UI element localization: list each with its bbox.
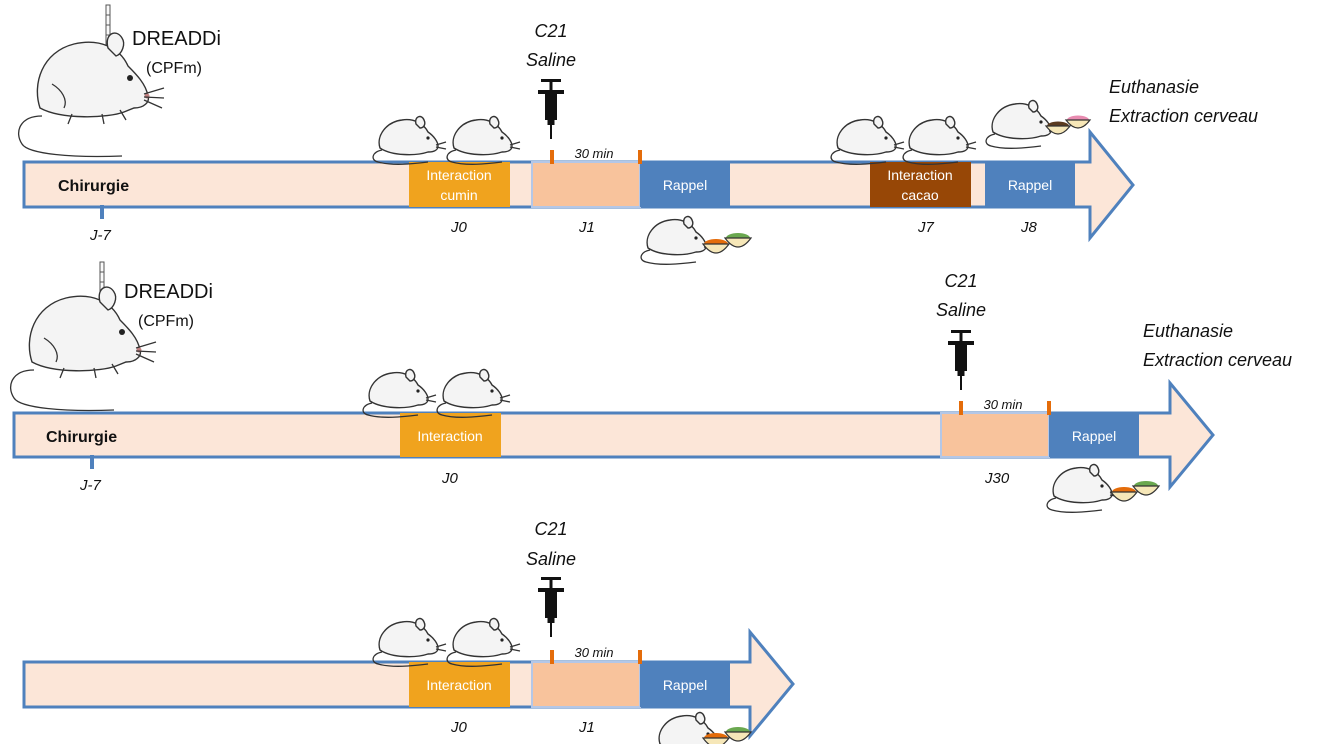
interaction-cacao-box — [870, 162, 971, 207]
timeline-3-arrow — [22, 627, 795, 741]
recall-label-3: Rappel — [1072, 428, 1116, 444]
rat-pair-icon — [362, 368, 437, 419]
day-label-recall: J30 — [984, 470, 1010, 487]
day-label-interaction2: J7 — [917, 219, 935, 236]
injection-c21-label: C21 — [944, 271, 977, 291]
injection-tick-3 — [550, 650, 554, 664]
injection-c21-label: C21 — [534, 21, 567, 41]
virus-label: DREADDi — [132, 28, 221, 50]
rat-icon — [9, 286, 157, 412]
rat-eating-icon — [1046, 463, 1121, 514]
day-label-recall2: J8 — [1020, 219, 1038, 236]
injection-saline-label: Saline — [526, 50, 576, 70]
delay-end-tick-3 — [638, 650, 642, 664]
interaction-label-3: Interaction — [426, 677, 491, 693]
injection-tick-1 — [550, 150, 554, 164]
delay-label-1: 30 min — [574, 146, 613, 161]
rat-pair-icon — [902, 115, 977, 166]
delay-end-tick-2 — [1047, 401, 1051, 415]
interaction-cacao-label-1: Interaction — [887, 167, 952, 183]
euthanasia-label: Euthanasie — [1143, 321, 1233, 341]
day-label-interaction: J0 — [450, 719, 468, 736]
interaction-cacao-label-2: cacao — [901, 187, 939, 203]
rat-pair-icon — [446, 617, 521, 668]
syringe-icon — [538, 79, 564, 139]
recall-label-2: Rappel — [1008, 177, 1052, 193]
injection-c21-label: C21 — [534, 519, 567, 539]
surgery-label: Chirurgie — [58, 178, 129, 195]
interaction-cumin-label-2: cumin — [440, 187, 477, 203]
virus-label: DREADDi — [124, 281, 213, 303]
virus-region-label: (CPFm) — [146, 60, 202, 77]
delay-box-1 — [531, 161, 641, 208]
food-bowls-icon — [1110, 480, 1160, 502]
recall-label-4: Rappel — [663, 677, 707, 693]
day-label-recall: J1 — [578, 719, 595, 736]
surgery-tick — [100, 205, 104, 219]
delay-end-tick-1 — [638, 150, 642, 164]
rat-pair-icon — [830, 115, 905, 166]
day-label-interaction: J0 — [441, 470, 459, 487]
interaction-box-2 — [400, 413, 501, 457]
food-bowls-choc-icon — [1045, 114, 1091, 135]
recall-box-4 — [640, 662, 730, 707]
recall-box-2 — [985, 162, 1075, 207]
rat-eating-icon — [640, 215, 715, 266]
interaction-cumin-box — [409, 162, 510, 207]
rat-pair-icon — [372, 617, 447, 668]
food-bowls-icon — [702, 232, 752, 254]
interaction-label-2: Interaction — [417, 428, 482, 444]
timeline-3: Interaction Rappel 30 min J0 J1 C21 Sali… — [22, 519, 795, 744]
euthanasia-label: Euthanasie — [1109, 77, 1199, 97]
delay-label-3: 30 min — [574, 645, 613, 660]
timeline-2: Chirurgie Interaction Rappel 30 min J-7 … — [9, 261, 1292, 514]
syringe-icon — [948, 330, 974, 390]
injection-saline-label: Saline — [936, 300, 986, 320]
rat-pair-icon — [446, 115, 521, 166]
day-label-surgery: J-7 — [79, 477, 101, 494]
rat-icon — [17, 32, 165, 158]
injection-tick-2 — [959, 401, 963, 415]
virus-region-label: (CPFm) — [138, 313, 194, 330]
surgery-label: Chirurgie — [46, 429, 117, 446]
interaction-box-3 — [409, 662, 510, 707]
day-label-recall1: J1 — [578, 219, 595, 236]
brain-extraction-label: Extraction cerveau — [1109, 106, 1258, 126]
delay-box-3 — [531, 661, 641, 708]
delay-box-2 — [940, 412, 1050, 458]
syringe-icon — [538, 577, 564, 637]
timeline-2-arrow — [12, 378, 1215, 492]
surgery-tick — [90, 455, 94, 469]
day-label-interaction: J0 — [450, 219, 468, 236]
timeline-1: Chirurgie Interaction cumin Rappel Inter… — [17, 4, 1258, 266]
recall-label-1: Rappel — [663, 177, 707, 193]
recall-box-3 — [1049, 413, 1139, 457]
delay-label-2: 30 min — [983, 397, 1022, 412]
injection-saline-label: Saline — [526, 549, 576, 569]
rat-pair-icon — [436, 368, 511, 419]
brain-extraction-label: Extraction cerveau — [1143, 350, 1292, 370]
day-label-surgery: J-7 — [89, 227, 111, 244]
recall-box-1 — [640, 162, 730, 207]
interaction-cumin-label-1: Interaction — [426, 167, 491, 183]
rat-pair-icon — [372, 115, 447, 166]
